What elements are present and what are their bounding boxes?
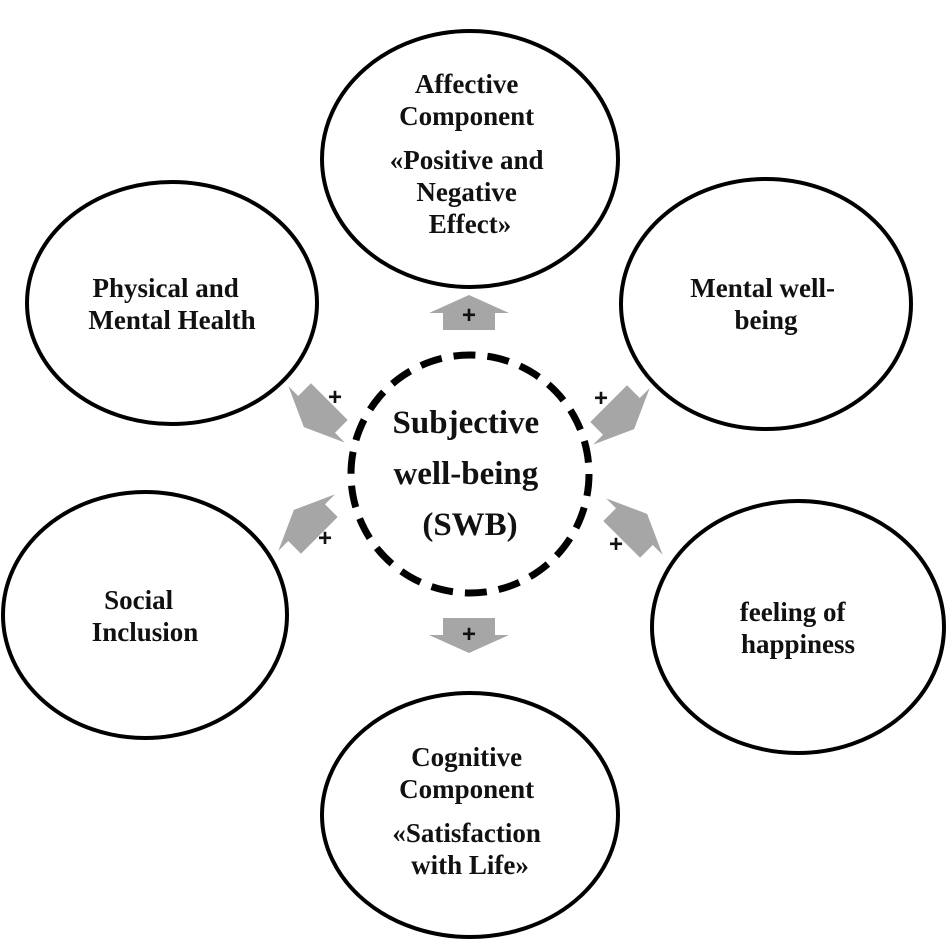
- arrow-up: [429, 295, 509, 330]
- mental-line-1: Mental well-: [690, 273, 835, 303]
- node-mental-ellipse: [619, 177, 913, 431]
- node-social-label: Social Inclusion: [92, 585, 199, 647]
- node-mental-label: Mental well- being: [690, 273, 841, 335]
- arrow-downleft-shape: [278, 494, 338, 554]
- affective-line-3: «Positive and: [390, 145, 544, 175]
- affective-line-5: Effect»: [429, 209, 511, 239]
- plus-downleft: +: [318, 525, 332, 552]
- mental-line-2: being: [734, 305, 798, 335]
- arrow-down: [429, 618, 509, 653]
- happiness-line-1: feeling of: [740, 597, 847, 627]
- center-circle: [347, 351, 593, 597]
- plus-up: +: [462, 302, 476, 329]
- arrow-upleft-shape: [288, 383, 348, 443]
- center-line-3: (SWB): [422, 507, 517, 543]
- arrow-downleft: [278, 494, 338, 554]
- node-affective-label: Affective Component «Positive and Negati…: [390, 69, 551, 239]
- plus-downright: +: [609, 531, 623, 558]
- social-line-2: Inclusion: [92, 617, 199, 647]
- center-line-2: well-being: [393, 456, 538, 492]
- plus-down: +: [462, 621, 476, 648]
- node-happiness-label: feeling of happiness: [740, 597, 855, 659]
- plus-upright: +: [594, 385, 608, 412]
- affective-line-4: Negative: [416, 177, 516, 207]
- arrow-downright: [603, 498, 663, 558]
- node-cognitive-label: Cognitive Component «Satisfaction with L…: [392, 742, 547, 880]
- node-cognitive-ellipse: [320, 691, 620, 939]
- arrow-down-shape: [429, 618, 509, 653]
- physical-line-1: Physical and: [92, 273, 238, 303]
- node-affective-ellipse: [320, 29, 620, 289]
- node-happiness-ellipse: [650, 499, 946, 755]
- affective-line-2: Component: [399, 101, 534, 131]
- center-line-1: Subjective: [393, 405, 540, 441]
- node-physical-ellipse: [25, 180, 319, 426]
- node-physical-label: Physical and Mental Health: [88, 273, 255, 335]
- arrow-up-shape: [429, 295, 509, 330]
- physical-line-2: Mental Health: [88, 305, 255, 335]
- social-line-1: Social: [104, 585, 174, 615]
- cognitive-line-3: «Satisfaction: [392, 818, 541, 848]
- cognitive-line-4: with Life»: [411, 850, 529, 880]
- arrow-downright-shape: [603, 498, 663, 558]
- happiness-line-2: happiness: [741, 629, 855, 659]
- node-social-ellipse: [1, 490, 289, 740]
- arrow-upright-shape: [590, 385, 650, 445]
- affective-line-1: Affective: [415, 69, 518, 99]
- arrow-upright: [590, 385, 650, 445]
- arrow-upleft: [288, 383, 348, 443]
- cognitive-line-1: Cognitive: [411, 742, 522, 772]
- plus-upleft: +: [328, 384, 342, 411]
- center-label: Subjective well-being (SWB): [393, 405, 548, 543]
- cognitive-line-2: Component: [399, 774, 534, 804]
